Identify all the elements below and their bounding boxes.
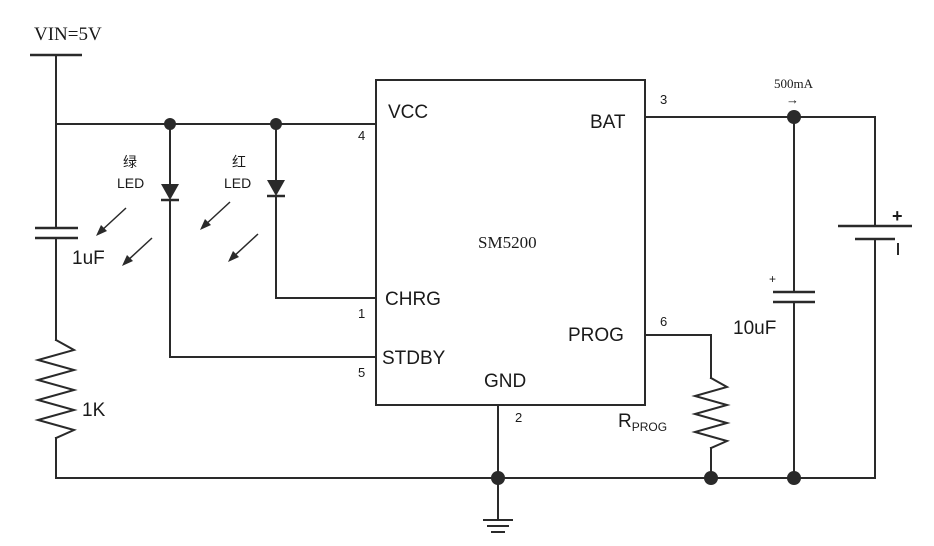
resistor-1k-value: 1K bbox=[82, 400, 106, 421]
output-capacitor-polarity: + bbox=[769, 272, 776, 286]
green-led bbox=[161, 123, 377, 358]
input-capacitor bbox=[35, 226, 78, 240]
red-led bbox=[267, 123, 377, 299]
rprog-resistor bbox=[644, 334, 731, 479]
junction-dot bbox=[787, 471, 801, 485]
battery bbox=[838, 116, 912, 479]
red-led-emission-arrows bbox=[200, 201, 259, 262]
green-led-type-label: LED bbox=[117, 175, 144, 191]
resistor-1k bbox=[34, 338, 78, 440]
pin-label-vcc: VCC bbox=[388, 102, 428, 123]
input-branch bbox=[34, 123, 78, 479]
green-led-emission-arrows bbox=[96, 207, 153, 266]
chip-body bbox=[375, 79, 646, 406]
pin-number-prog: 6 bbox=[660, 314, 667, 329]
red-led-color-label: 红 bbox=[232, 155, 246, 171]
pin-number-stdby: 5 bbox=[358, 365, 365, 380]
input-capacitor-value: 1uF bbox=[72, 248, 105, 269]
pin-label-prog: PROG bbox=[568, 325, 624, 346]
current-direction-arrow: → bbox=[786, 92, 799, 107]
pin-number-bat: 3 bbox=[660, 92, 667, 107]
battery-plus-label: + bbox=[892, 206, 903, 226]
chip-name: SM5200 bbox=[478, 233, 537, 252]
ground-symbol bbox=[483, 477, 513, 533]
pin-label-chrg: CHRG bbox=[385, 289, 441, 310]
junction-dot bbox=[704, 471, 718, 485]
green-led-color-label: 绿 bbox=[123, 155, 137, 171]
vin-label: VIN=5V bbox=[34, 24, 102, 45]
pin-label-gnd: GND bbox=[484, 371, 526, 392]
pin-number-vcc: 4 bbox=[358, 128, 365, 143]
vin-supply-terminal bbox=[30, 53, 82, 125]
pin-label-stdby: STDBY bbox=[382, 348, 446, 369]
output-capacitor-value: 10uF bbox=[733, 318, 776, 339]
pin-label-bat: BAT bbox=[590, 112, 626, 133]
output-capacitor bbox=[773, 116, 815, 479]
rprog-label: RPROG bbox=[618, 411, 667, 434]
pin-number-gnd: 2 bbox=[515, 410, 522, 425]
red-led-type-label: LED bbox=[224, 175, 251, 191]
pin-number-chrg: 1 bbox=[358, 306, 365, 321]
current-label: 500mA bbox=[774, 76, 814, 91]
